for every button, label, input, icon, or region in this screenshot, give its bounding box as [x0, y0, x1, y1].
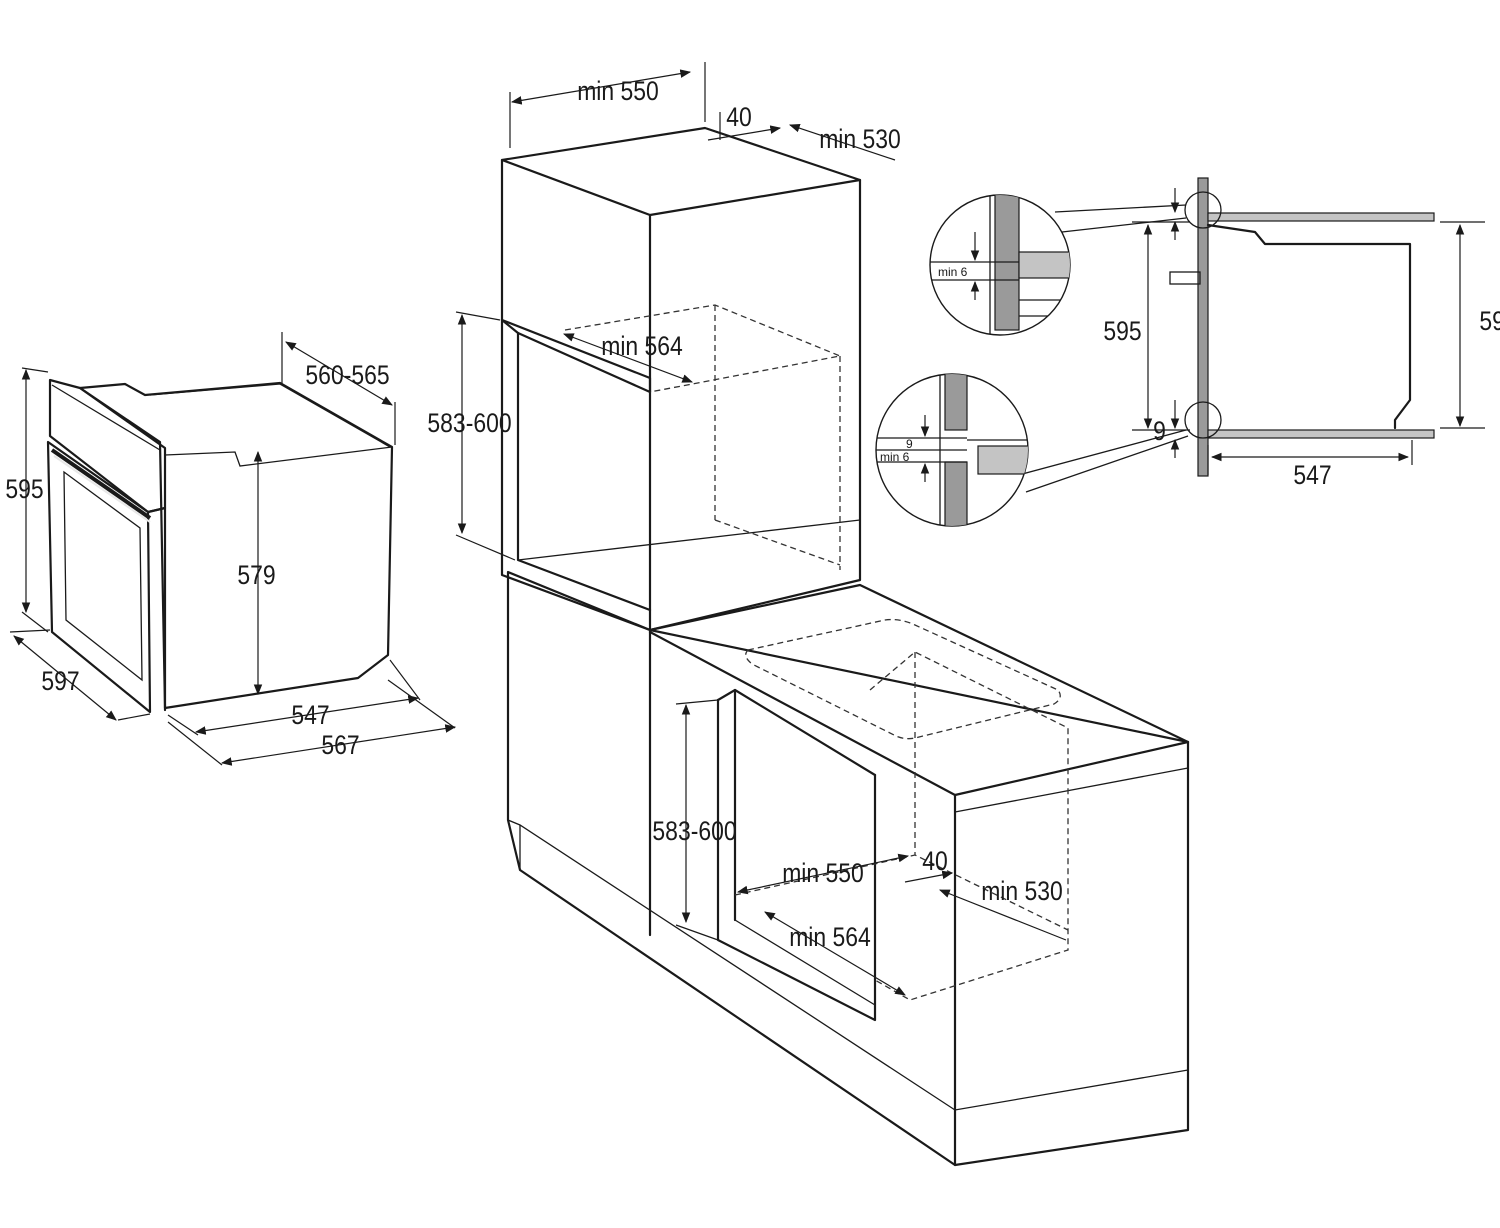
tall-niche-width-label: min 564: [601, 331, 683, 361]
detail-bottom-gap-b-label: min 6: [880, 450, 910, 464]
detail-top-gap-label: min 6: [938, 265, 968, 279]
tall-niche-height-label: 583-600: [427, 408, 511, 438]
under-cabinet-depth-label: min 530: [981, 876, 1063, 906]
tall-cabinet-depth-label: min 530: [819, 124, 901, 154]
oven-front-width-label: 597: [41, 666, 79, 696]
tall-vent-gap-label: 40: [726, 102, 752, 132]
cabinet-drawing: min 550 40 min 530 min 564 583-600 583-6…: [427, 62, 1190, 1167]
side-depth-label: 547: [1293, 460, 1331, 490]
under-niche-height-label: 583-600: [652, 816, 736, 846]
detail-bottom-gap-a-label: 9: [906, 437, 913, 451]
under-niche-depth-label: min 550: [782, 858, 864, 888]
oven-body-height-label: 579: [237, 560, 275, 590]
side-bottom-gap-label: 9: [1153, 416, 1166, 446]
detail-circle-bottom: 9 min 6: [875, 373, 1029, 527]
oven-body-width-label: 547: [291, 700, 329, 730]
oven-drawing: 595 597 579 547 567 560-565: [5, 332, 457, 766]
detail-circle-top: min 6: [929, 194, 1071, 336]
tall-niche-depth-label: min 550: [577, 76, 659, 106]
under-niche-width-label: min 564: [789, 922, 871, 952]
side-opening-height-label: 595: [1103, 316, 1141, 346]
oven-body-depth-label: 560-565: [305, 360, 389, 390]
side-niche-height-label: 590: [1479, 306, 1500, 336]
oven-total-depth-label: 567: [321, 730, 359, 760]
side-section-drawing: 595 590 9 547: [999, 177, 1500, 493]
under-vent-gap-label: 40: [922, 846, 948, 876]
oven-height-total-label: 595: [5, 474, 43, 504]
